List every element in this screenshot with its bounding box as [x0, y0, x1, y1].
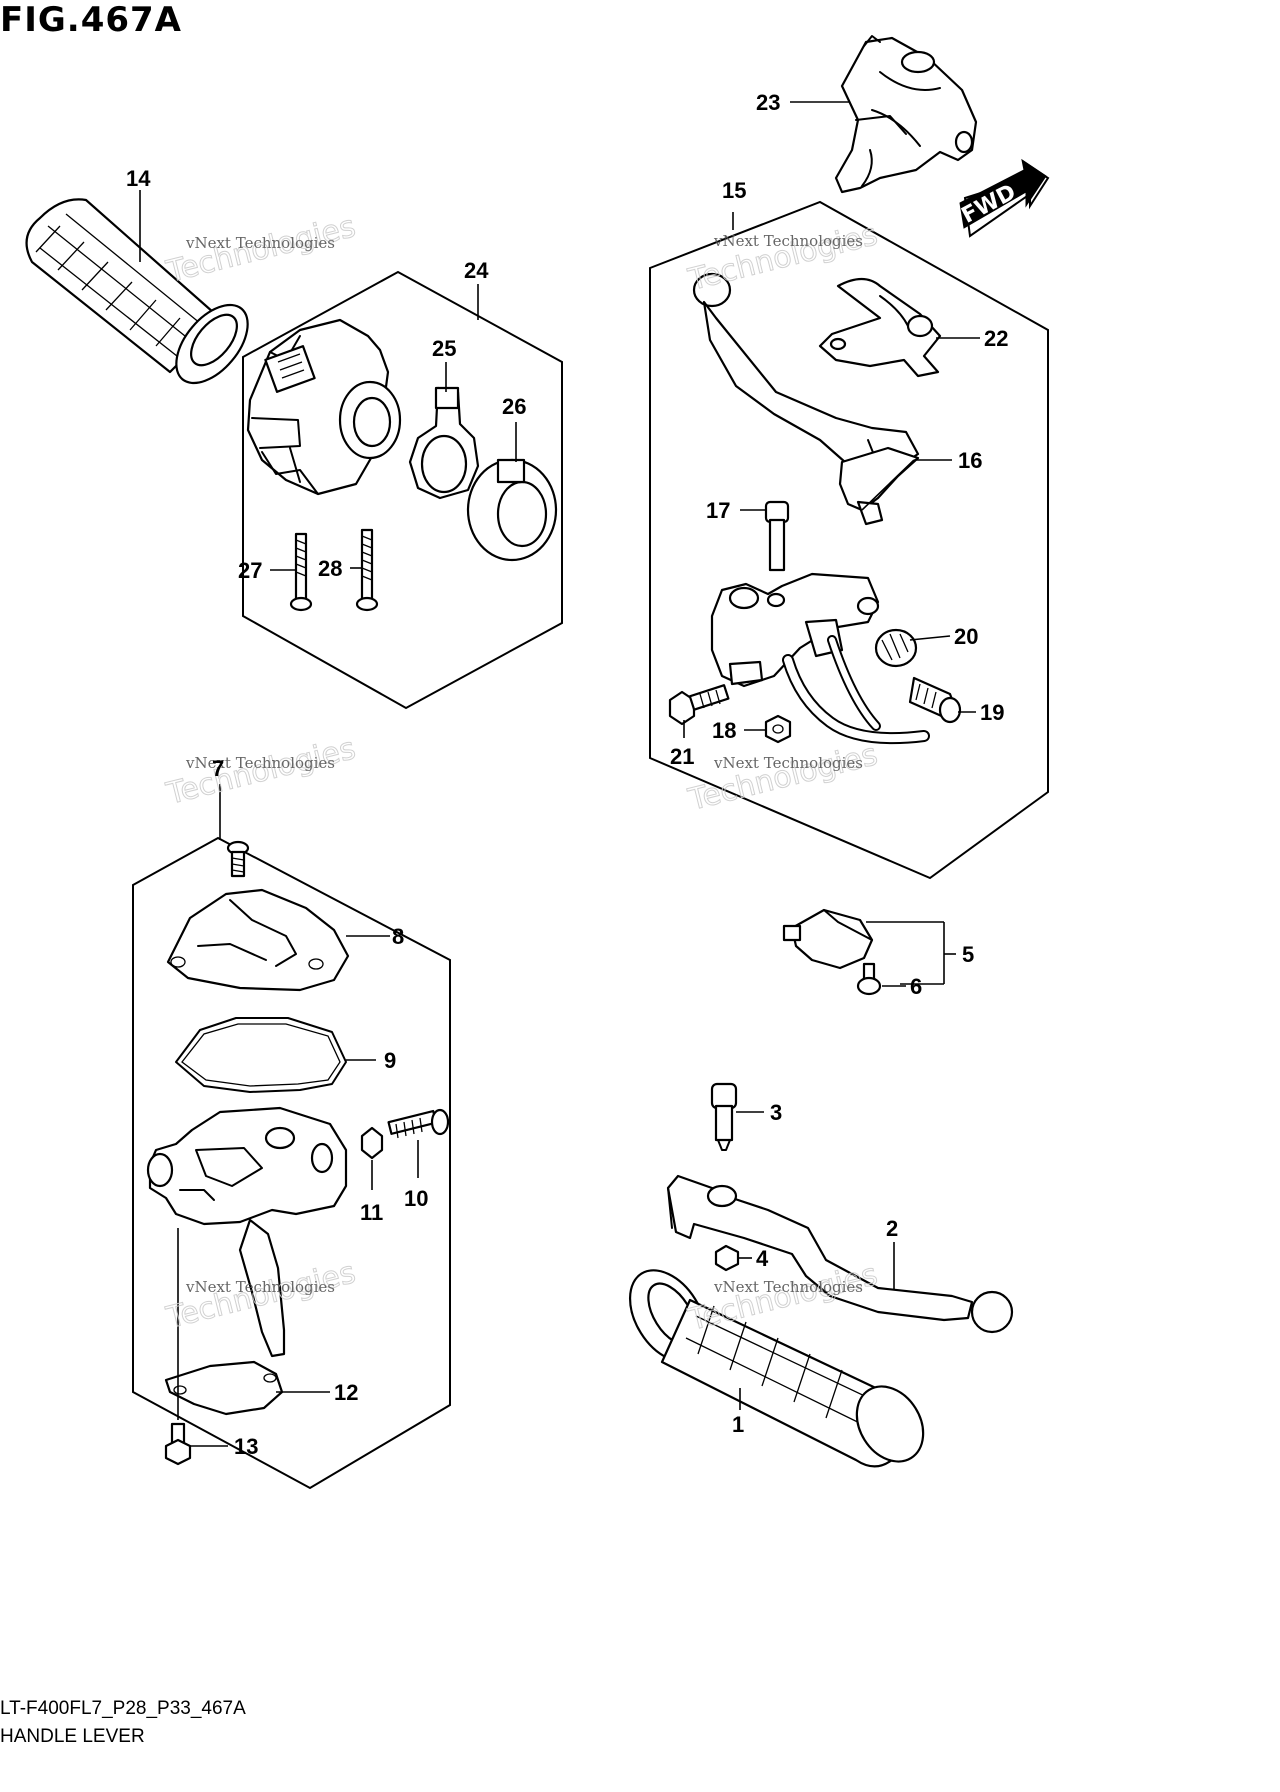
callout-24: 24 [464, 258, 489, 283]
part-19-adjuster [908, 676, 962, 724]
callout-6: 6 [910, 974, 922, 999]
callout-11: 11 [360, 1200, 383, 1225]
callout-13: 13 [234, 1434, 258, 1459]
fwd-direction-arrow: FWD [958, 158, 1050, 238]
callout-28: 28 [318, 556, 342, 581]
watermark-1: vNext Technologies [185, 234, 335, 252]
part-16-lever-bracket [838, 446, 920, 526]
frame-switch-assembly [242, 270, 563, 710]
figure-title: FIG.467A [0, 0, 182, 40]
callout-labels: 1 2 3 4 5 6 7 8 9 10 11 12 13 14 15 16 1… [126, 90, 1008, 1459]
throttle-lever [238, 1218, 286, 1358]
watermark-4: vNext Technologies [713, 754, 863, 772]
part-21-bolt [668, 684, 730, 726]
callout-10: 10 [404, 1186, 428, 1211]
throttle-case [146, 1106, 348, 1226]
callout-3: 3 [770, 1100, 782, 1125]
part-24-wire-core [340, 490, 474, 656]
callout-7: 7 [212, 756, 224, 781]
callout-14: 14 [126, 166, 151, 191]
watermark-big-4: Technologies [684, 737, 880, 818]
part-9-gasket [175, 1017, 347, 1093]
callout-19: 19 [980, 700, 1004, 725]
part-18-nut [764, 714, 792, 744]
part-17-pivot-bolt [764, 500, 790, 572]
part-6-screw [856, 962, 882, 996]
part-5-brake-switch [782, 908, 874, 970]
part-10-screw [387, 1108, 450, 1139]
part-11-nut [360, 1126, 384, 1160]
watermark-2: vNext Technologies [713, 232, 863, 250]
part-25-clamp-ring [408, 386, 480, 500]
watermark-big-6: Technologies [684, 1257, 880, 1338]
part-4-nut [714, 1244, 740, 1272]
part-27-screw [289, 532, 313, 612]
part-13-bolt [164, 1422, 192, 1466]
callout-15: 15 [722, 178, 746, 203]
callout-1: 1 [732, 1412, 744, 1437]
callout-8: 8 [392, 924, 404, 949]
part-2-clutch-lever [666, 1174, 1014, 1334]
callout-2: 2 [886, 1216, 898, 1241]
callout-5: 5 [962, 942, 974, 967]
callout-9: 9 [384, 1048, 396, 1073]
callout-17: 17 [706, 498, 730, 523]
part-28-screw [355, 528, 379, 612]
figure-code: LT-F400FL7_P28_P33_467A [0, 1698, 246, 1719]
brake-cable-core [784, 656, 928, 743]
part-22-cable-bracket [818, 277, 942, 378]
part-14-left-grip [25, 198, 249, 385]
part-3-pivot-bolt [710, 1082, 738, 1151]
part-7-screw [226, 840, 250, 878]
callout-22: 22 [984, 326, 1008, 351]
callout-16: 16 [958, 448, 982, 473]
callout-21: 21 [670, 744, 694, 769]
part-26-collar [466, 458, 558, 562]
part-20-cap [874, 628, 918, 668]
callout-18: 18 [712, 718, 736, 743]
part-24-left-switch-housing [246, 318, 402, 496]
watermark-6: vNext Technologies [713, 1278, 863, 1296]
watermark-5: vNext Technologies [185, 1278, 335, 1296]
part-12-lower-cover [164, 1360, 284, 1416]
part-1-right-grip [628, 1269, 925, 1468]
callout-20: 20 [954, 624, 978, 649]
leader-lines [139, 101, 980, 1447]
brake-cable-2-core [829, 637, 879, 729]
callout-12: 12 [334, 1380, 358, 1405]
part-8-throttle-cover [166, 888, 350, 992]
lever-holder [710, 572, 880, 688]
frame-throttle-case-assembly [132, 836, 451, 1490]
part-23-lever-guard [834, 35, 978, 194]
frame-brake-lever-assembly [649, 200, 1049, 880]
watermark-3: vNext Technologies [185, 754, 335, 772]
callout-4: 4 [756, 1246, 769, 1271]
part-9-gasket-inner [181, 1023, 341, 1087]
callout-26: 26 [502, 394, 526, 419]
callout-23: 23 [756, 90, 780, 115]
callout-27: 27 [238, 558, 262, 583]
figure-name: HANDLE LEVER [0, 1726, 145, 1747]
callout-25: 25 [432, 336, 456, 361]
